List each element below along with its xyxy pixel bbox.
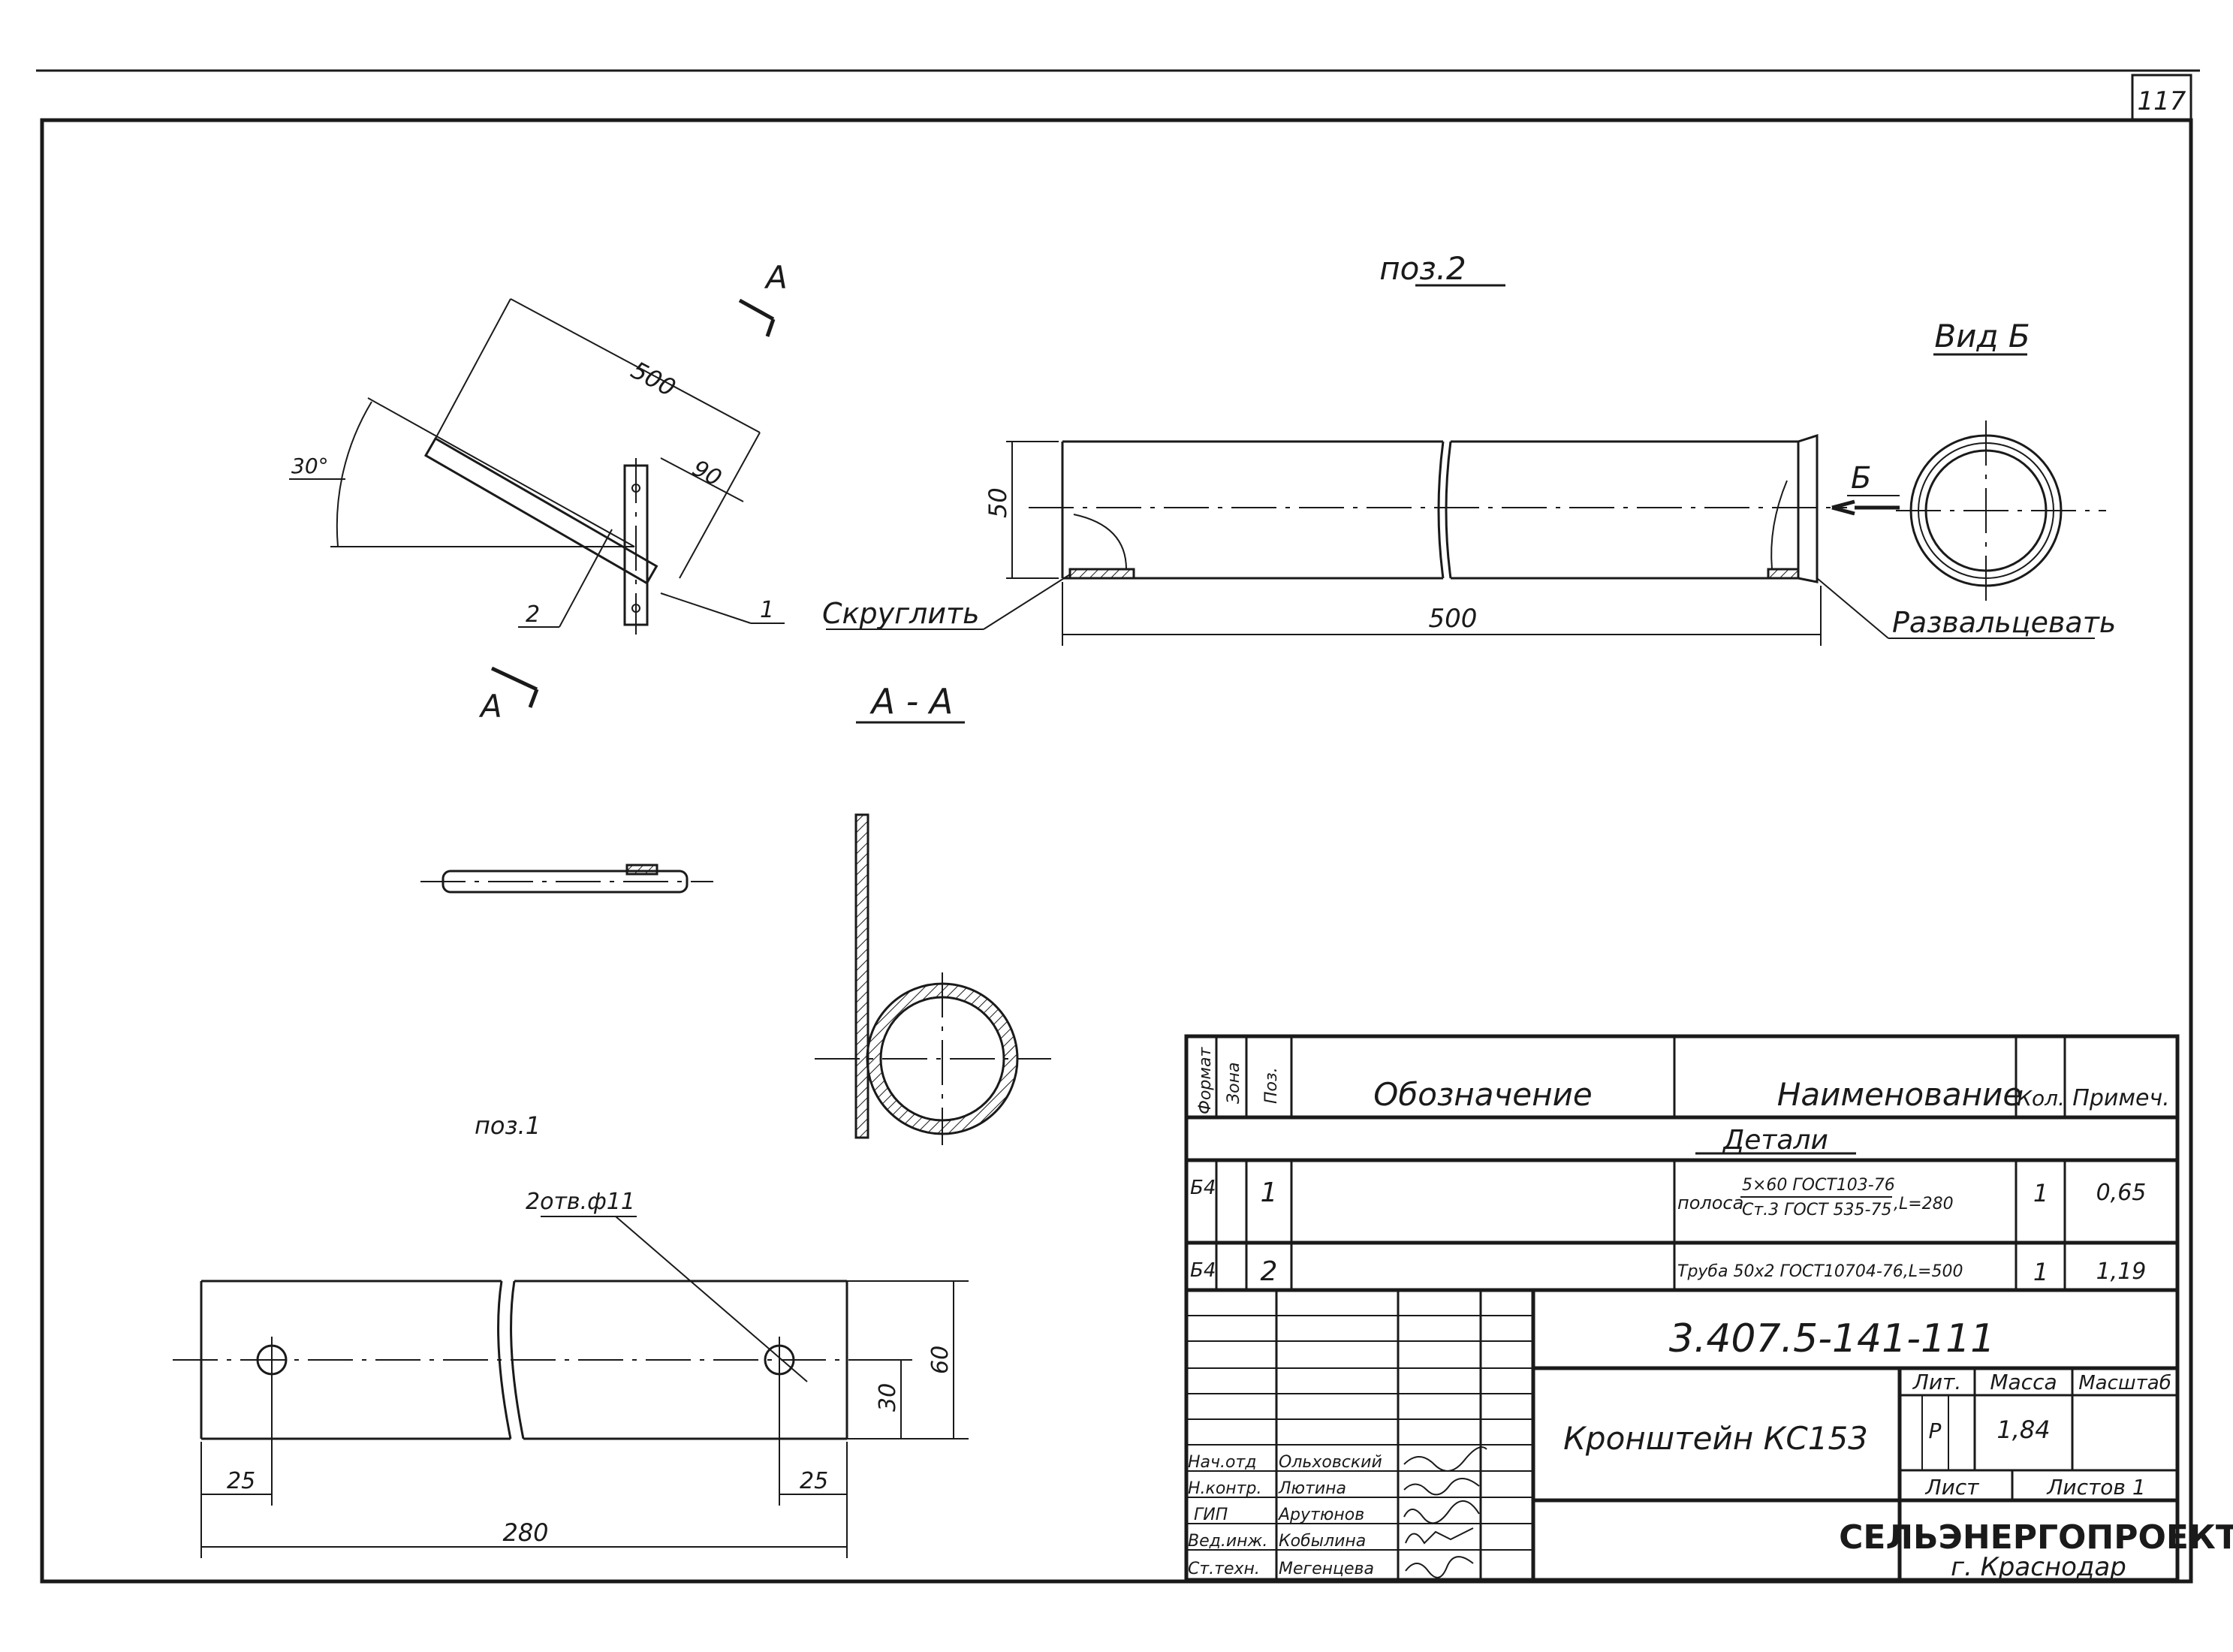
dim-tube-diameter: 50: [984, 487, 1012, 518]
mass-value: 1,84: [1996, 1415, 2050, 1444]
org-name: СЕЛЬЭНЕРГОПРОЕКТ: [1839, 1518, 2233, 1557]
staff-role-1: Нач.отд: [1188, 1453, 1257, 1472]
staff-name-4: Кобылина: [1279, 1532, 1366, 1551]
document-code: 3.407.5-141-111: [1669, 1316, 1996, 1361]
dim-plate-25-left: 25: [227, 1468, 255, 1494]
row1-note: 0,65: [2096, 1180, 2147, 1206]
title-block: [1184, 1288, 2180, 1582]
lit-value: Р: [1929, 1418, 1942, 1443]
dim-tube-length: 500: [1429, 604, 1478, 634]
row1-qty: 1: [2033, 1179, 2048, 1207]
row2-pos: 2: [1261, 1256, 1278, 1287]
header-note: Примеч.: [2072, 1085, 2169, 1111]
staff-role-3: ГИП: [1194, 1506, 1228, 1524]
note-round: Скруглить: [822, 597, 980, 630]
staff-name-1: Ольховский: [1279, 1453, 1382, 1472]
sheet-label: Лист: [1925, 1475, 1980, 1500]
dim-assembly-length: 500: [626, 356, 680, 402]
dim-assembly-90: 90: [688, 455, 725, 492]
view-b-title: Вид Б: [1934, 318, 2030, 354]
sheets-label: Листов 1: [2046, 1475, 2145, 1500]
row1-name-prefix: полоса: [1677, 1192, 1743, 1213]
lit-label: Лит.: [1912, 1370, 1961, 1394]
angle-label: 30°: [291, 454, 329, 478]
signatures: [1403, 1446, 1487, 1578]
sheet-number: 117: [2138, 86, 2186, 116]
header-qty: Кол.: [2017, 1086, 2065, 1111]
staff-role-2: Н.контр.: [1188, 1479, 1261, 1498]
spec-table: [1184, 1034, 2180, 1292]
view-b-drawing: [1896, 421, 2106, 601]
header-designation: Обозначение: [1373, 1076, 1592, 1113]
header-pos: Поз.: [1262, 1067, 1281, 1104]
section-details: Детали: [1722, 1125, 1828, 1156]
dim-plate-280: 280: [502, 1518, 548, 1547]
row1-pos: 1: [1261, 1177, 1278, 1208]
header-zone: Зона: [1225, 1063, 1243, 1104]
scale-label: Масштаб: [2078, 1372, 2171, 1394]
row2-qty: 1: [2033, 1258, 2048, 1286]
org-city: г. Краснодар: [1951, 1552, 2126, 1582]
note-flare: Развальцевать: [1892, 606, 2116, 639]
mass-label: Масса: [1990, 1370, 2057, 1394]
row1-name-top: 5×60 ГОСТ103-76: [1742, 1176, 1895, 1195]
staff-role-4: Вед.инж.: [1188, 1532, 1267, 1551]
plate-drawing: [173, 1216, 969, 1558]
section-marker-top: А: [764, 259, 788, 296]
poz1-title: поз.1: [475, 1111, 541, 1140]
dim-plate-25-right: 25: [800, 1468, 828, 1494]
row2-name: Труба 50х2 ГОСТ10704-76,L=500: [1677, 1262, 1963, 1281]
staff-role-5: Ст.техн.: [1188, 1560, 1260, 1578]
drawing-frame: [36, 69, 2200, 1584]
section-marker-bottom: А: [478, 688, 502, 725]
row2-format: Б4: [1190, 1259, 1216, 1282]
holes-note: 2отв.ф11: [526, 1189, 635, 1215]
section-aa-drawing: [815, 813, 1051, 1145]
tube-drawing: [826, 433, 2095, 646]
staff-name-5: Мегенцева: [1279, 1560, 1374, 1578]
staff-name-2: Лютина: [1278, 1479, 1346, 1498]
assembly-view: [289, 298, 785, 708]
dim-plate-60: 60: [927, 1346, 954, 1374]
row2-note: 1,19: [2096, 1259, 2147, 1285]
row1-name-suffix: ,L=280: [1894, 1195, 1954, 1213]
leader-label-2: 2: [526, 601, 540, 628]
sheet-number-box: [2131, 74, 2192, 122]
poz2-title: поз.2: [1379, 250, 1466, 287]
view-b-marker: Б: [1851, 461, 1871, 496]
row1-name-bottom: Ст.3 ГОСТ 535-75: [1742, 1201, 1891, 1219]
section-aa-title: А - А: [869, 681, 954, 722]
leader-label-1: 1: [760, 597, 774, 623]
dim-plate-30: 30: [875, 1383, 901, 1412]
header-format: Формат: [1196, 1047, 1215, 1114]
assembly-side-view: [420, 864, 713, 894]
staff-name-3: Арутюнов: [1277, 1506, 1364, 1524]
row1-format: Б4: [1190, 1177, 1216, 1199]
header-name: Наименование: [1777, 1076, 2022, 1113]
item-name: Кронштейн КС153: [1563, 1420, 1868, 1457]
